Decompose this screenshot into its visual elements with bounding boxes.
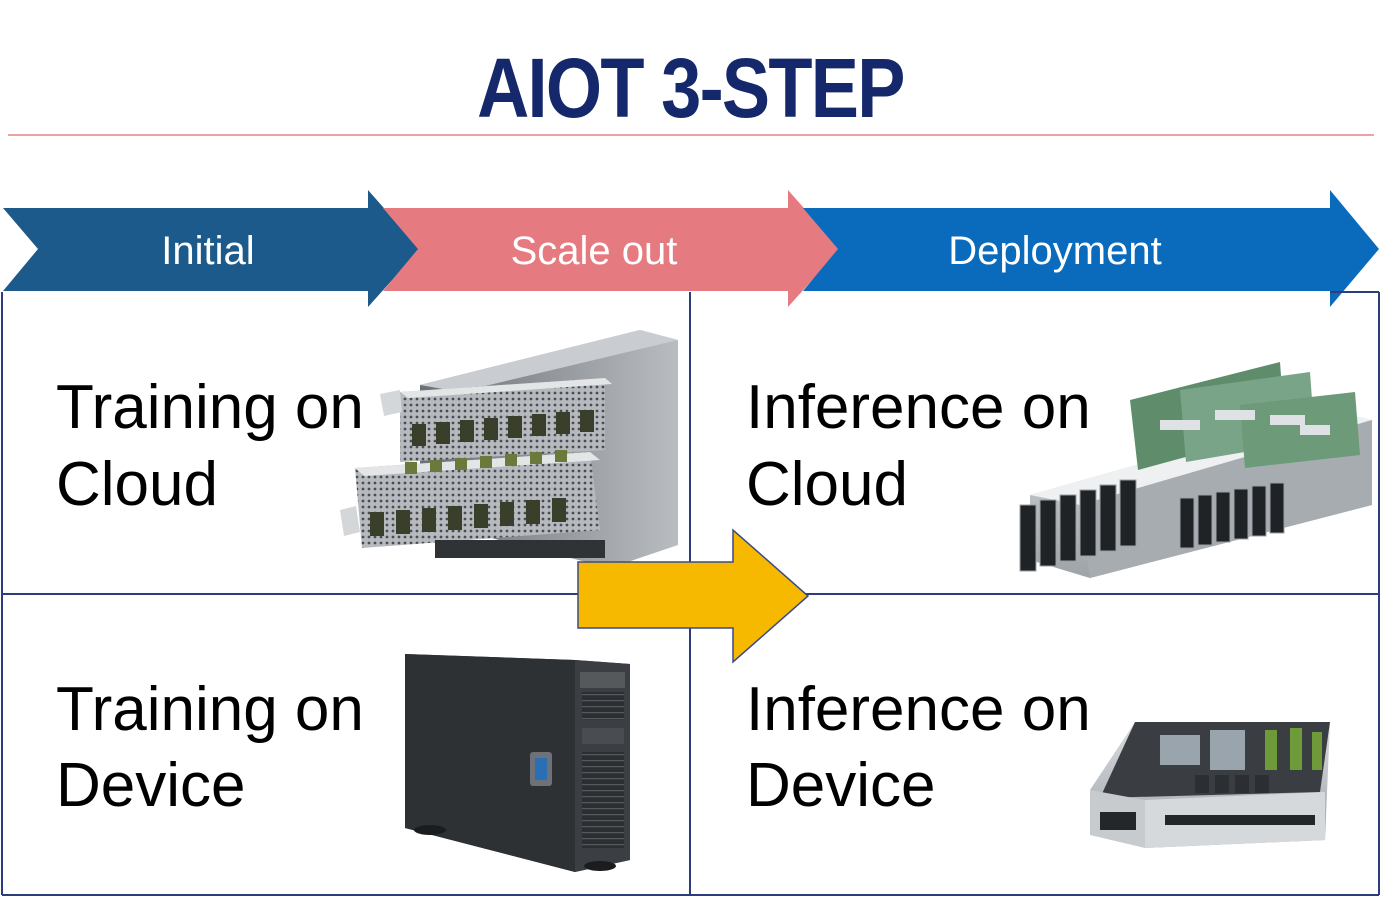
- cell-training-device-line1: Training on: [56, 675, 364, 744]
- cell-inference-cloud-line1: Inference on: [746, 373, 1091, 442]
- stage-label-scale-out: Scale out: [511, 229, 678, 273]
- cell-training-device-line2: Device: [56, 751, 246, 820]
- cell-training-cloud-line1: Training on: [56, 373, 364, 442]
- stage-arrow-initial: [3, 190, 420, 307]
- cell-inference-device-line2: Device: [746, 751, 936, 820]
- diagram-title: AIOT 3-STEP: [477, 41, 905, 135]
- tower-workstation-icon: [405, 654, 630, 872]
- stage-label-deployment: Deployment: [948, 229, 1161, 273]
- cell-inference-device-line1: Inference on: [746, 675, 1091, 744]
- stage-arrow-deployment: [803, 190, 1379, 307]
- title-divider: [8, 134, 1374, 136]
- cell-training-cloud-line2: Cloud: [56, 450, 218, 519]
- blade-server-icon: [1019, 362, 1372, 578]
- stage-arrow-scale-out: [383, 190, 840, 307]
- gpu-rack-server-icon: [340, 330, 678, 568]
- transition-arrow: [577, 528, 810, 664]
- cell-inference-cloud-line2: Cloud: [746, 450, 908, 519]
- 1u-rack-server-icon: [1090, 722, 1330, 848]
- stage-label-initial: Initial: [161, 229, 254, 273]
